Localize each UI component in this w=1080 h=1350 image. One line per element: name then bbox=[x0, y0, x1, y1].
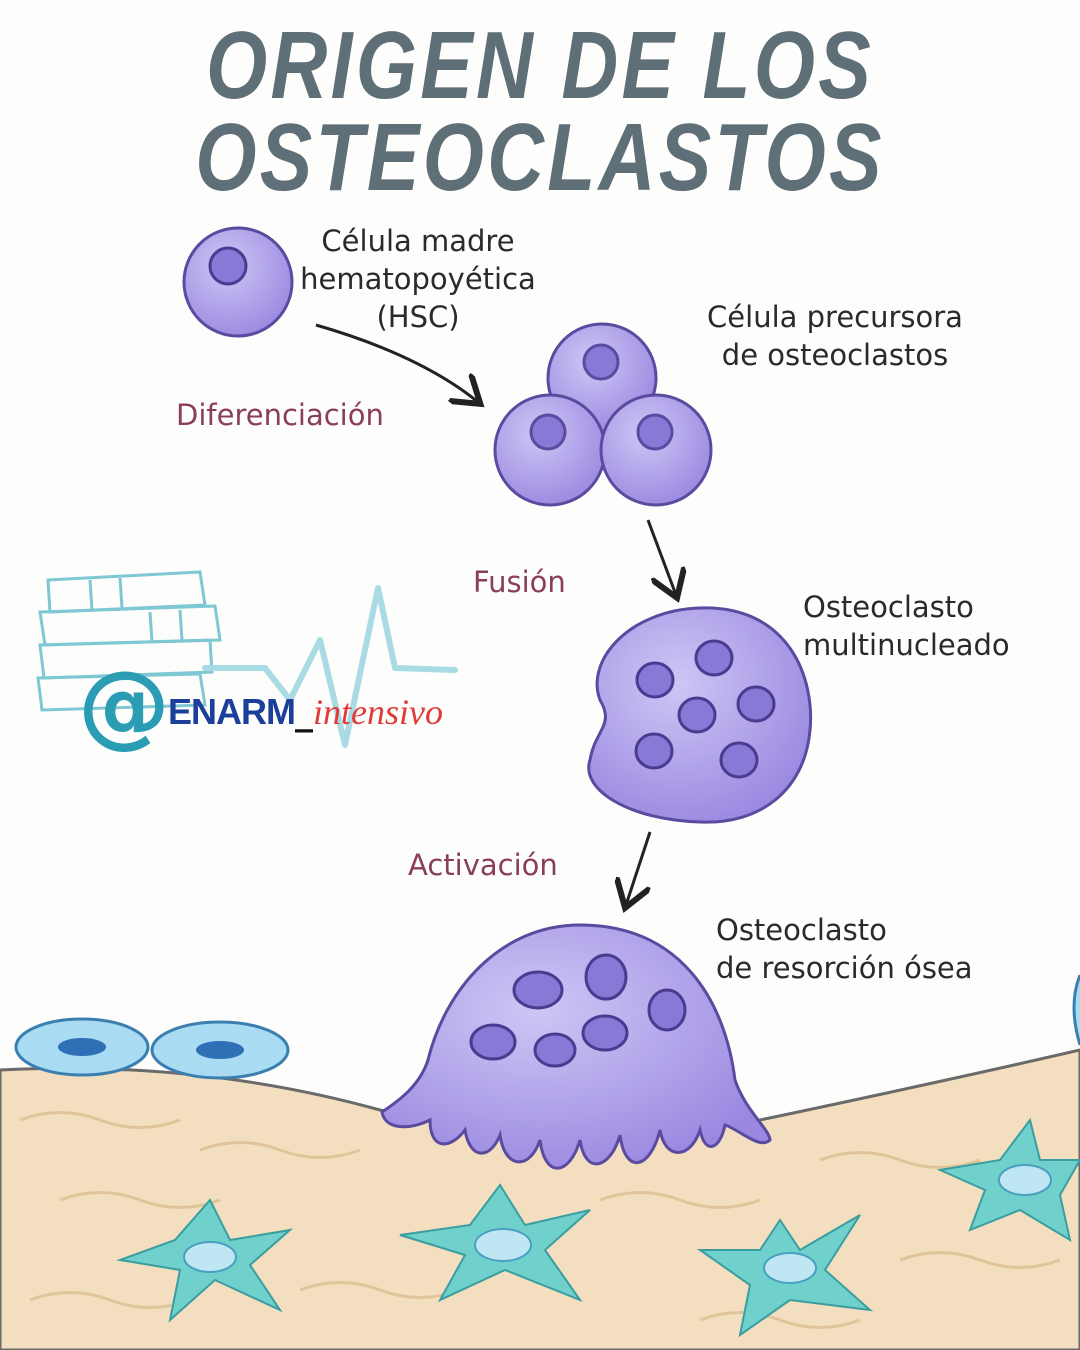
title-line-1: ORIGEN DE LOS bbox=[205, 12, 875, 119]
label-resorbing: Osteoclasto de resorción ósea bbox=[716, 911, 973, 987]
arrow-activation bbox=[626, 831, 652, 905]
arrow-fusion bbox=[646, 519, 676, 595]
title-line-2: OSTEOCLASTOS bbox=[195, 104, 885, 211]
logo-brand: ENARM bbox=[168, 691, 296, 732]
label-multinucleated-line-1: Osteoclasto bbox=[803, 590, 974, 624]
logo-separator: _ bbox=[295, 692, 313, 733]
label-multinucleated-line-2: multinucleado bbox=[803, 628, 1010, 662]
label-multinucleated: Osteoclasto multinucleado bbox=[803, 588, 1010, 664]
precursor-cells bbox=[493, 322, 713, 507]
label-precursor-line-1: Célula precursora bbox=[707, 300, 963, 334]
logo-heartbeat-icon bbox=[202, 585, 458, 748]
step-activation: Activación bbox=[408, 848, 558, 882]
label-resorbing-line-2: de resorción ósea bbox=[716, 951, 973, 985]
step-fusion: Fusión bbox=[473, 565, 566, 599]
logo-suffix: intensivo bbox=[313, 692, 443, 732]
label-hsc-line-1: Célula madre bbox=[321, 224, 515, 258]
label-precursor-line-2: de osteoclastos bbox=[721, 338, 949, 372]
arrow-differentiation bbox=[315, 323, 478, 402]
logo-text: ENARM_intensivo bbox=[168, 690, 443, 735]
logo-books-icon bbox=[36, 570, 222, 712]
label-precursor: Célula precursora de osteoclastos bbox=[700, 298, 970, 374]
resorbing-osteoclast bbox=[380, 923, 772, 1170]
label-hsc-line-2: hematopoyética bbox=[300, 262, 536, 296]
step-differentiation: Diferenciación bbox=[176, 398, 384, 432]
multinucleated-osteoclast bbox=[587, 606, 813, 824]
label-resorbing-line-1: Osteoclasto bbox=[716, 913, 887, 947]
label-hsc: Célula madre hematopoyética (HSC) bbox=[298, 222, 538, 336]
hsc-cell bbox=[182, 226, 294, 338]
label-hsc-line-3: (HSC) bbox=[376, 300, 460, 334]
logo-at-symbol: @ bbox=[78, 651, 170, 758]
lining-cells bbox=[14, 1017, 290, 1080]
